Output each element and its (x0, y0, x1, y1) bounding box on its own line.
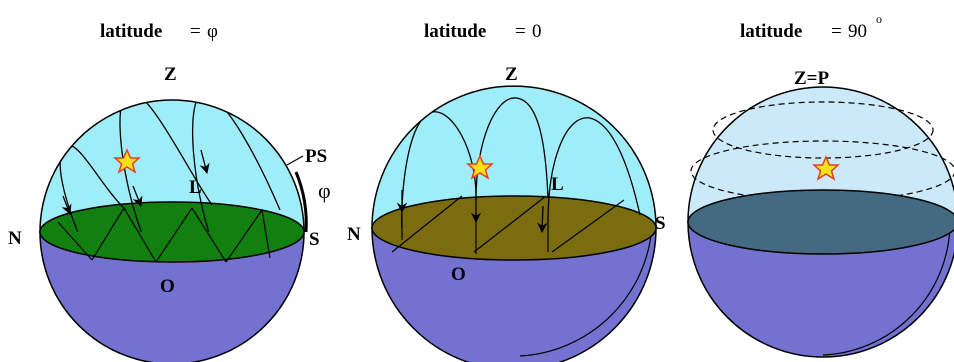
horizon-plane (371, 195, 657, 261)
day-circle-traces (57, 207, 271, 263)
north-label: N (8, 228, 22, 249)
panel3-title-equals: = (831, 21, 842, 42)
south-label: S (309, 229, 320, 250)
south-label: S (655, 213, 666, 234)
star-path-label: L (551, 174, 564, 195)
lower-hemisphere (371, 227, 657, 362)
north-label: N (347, 224, 361, 245)
sky-dome (687, 86, 954, 223)
panel-latitude-0: latitude = 0 Z N S O L (347, 21, 666, 362)
star-icon (812, 155, 840, 181)
sphere-outline-echo (519, 225, 653, 357)
latitude-angle-label: φ (318, 178, 331, 203)
observer-label: O (160, 276, 175, 297)
sky-dome (371, 85, 657, 229)
circumpolar-circle-upper (712, 101, 934, 159)
trail-arrow-3 (199, 149, 210, 175)
trail-arrow-2 (132, 185, 143, 207)
pole-leader-line (286, 155, 304, 166)
panel-latitude-90: latitude = 90 o Z=P (687, 12, 954, 358)
panel3-title-degree: o (876, 12, 882, 26)
panel2-title-equals: = (515, 21, 526, 42)
zenith-pole-label: Z=P (794, 68, 829, 89)
panel2-title-value: 0 (532, 21, 542, 42)
horizon-plane (39, 201, 305, 263)
trail-arrow-3 (537, 205, 548, 234)
panel3-title-label: latitude (740, 21, 802, 42)
panel1-title-equals: = (190, 21, 201, 42)
panel1-title-label: latitude (100, 21, 162, 42)
lower-hemisphere (39, 231, 305, 362)
observer-label: O (451, 264, 466, 285)
panel1-title-value: φ (207, 21, 218, 42)
star-icon (466, 154, 494, 180)
latitude-angle-arc (294, 171, 308, 233)
pole-label: PS (305, 146, 327, 167)
sphere-outline-echo (822, 223, 951, 356)
horizon-plane (687, 189, 954, 255)
trail-arrow-1 (61, 195, 72, 215)
panel2-title-label: latitude (424, 21, 486, 42)
panel3-title-value: 90 (848, 21, 867, 42)
lower-hemisphere (687, 221, 954, 358)
panel-latitude-phi: latitude = φ (8, 21, 331, 362)
day-circle-traces (391, 195, 625, 254)
star-icon (113, 148, 141, 174)
sky-dome (39, 99, 305, 233)
zenith-label: Z (505, 64, 518, 85)
star-path-label: L (189, 177, 202, 198)
zenith-label: Z (164, 64, 177, 85)
